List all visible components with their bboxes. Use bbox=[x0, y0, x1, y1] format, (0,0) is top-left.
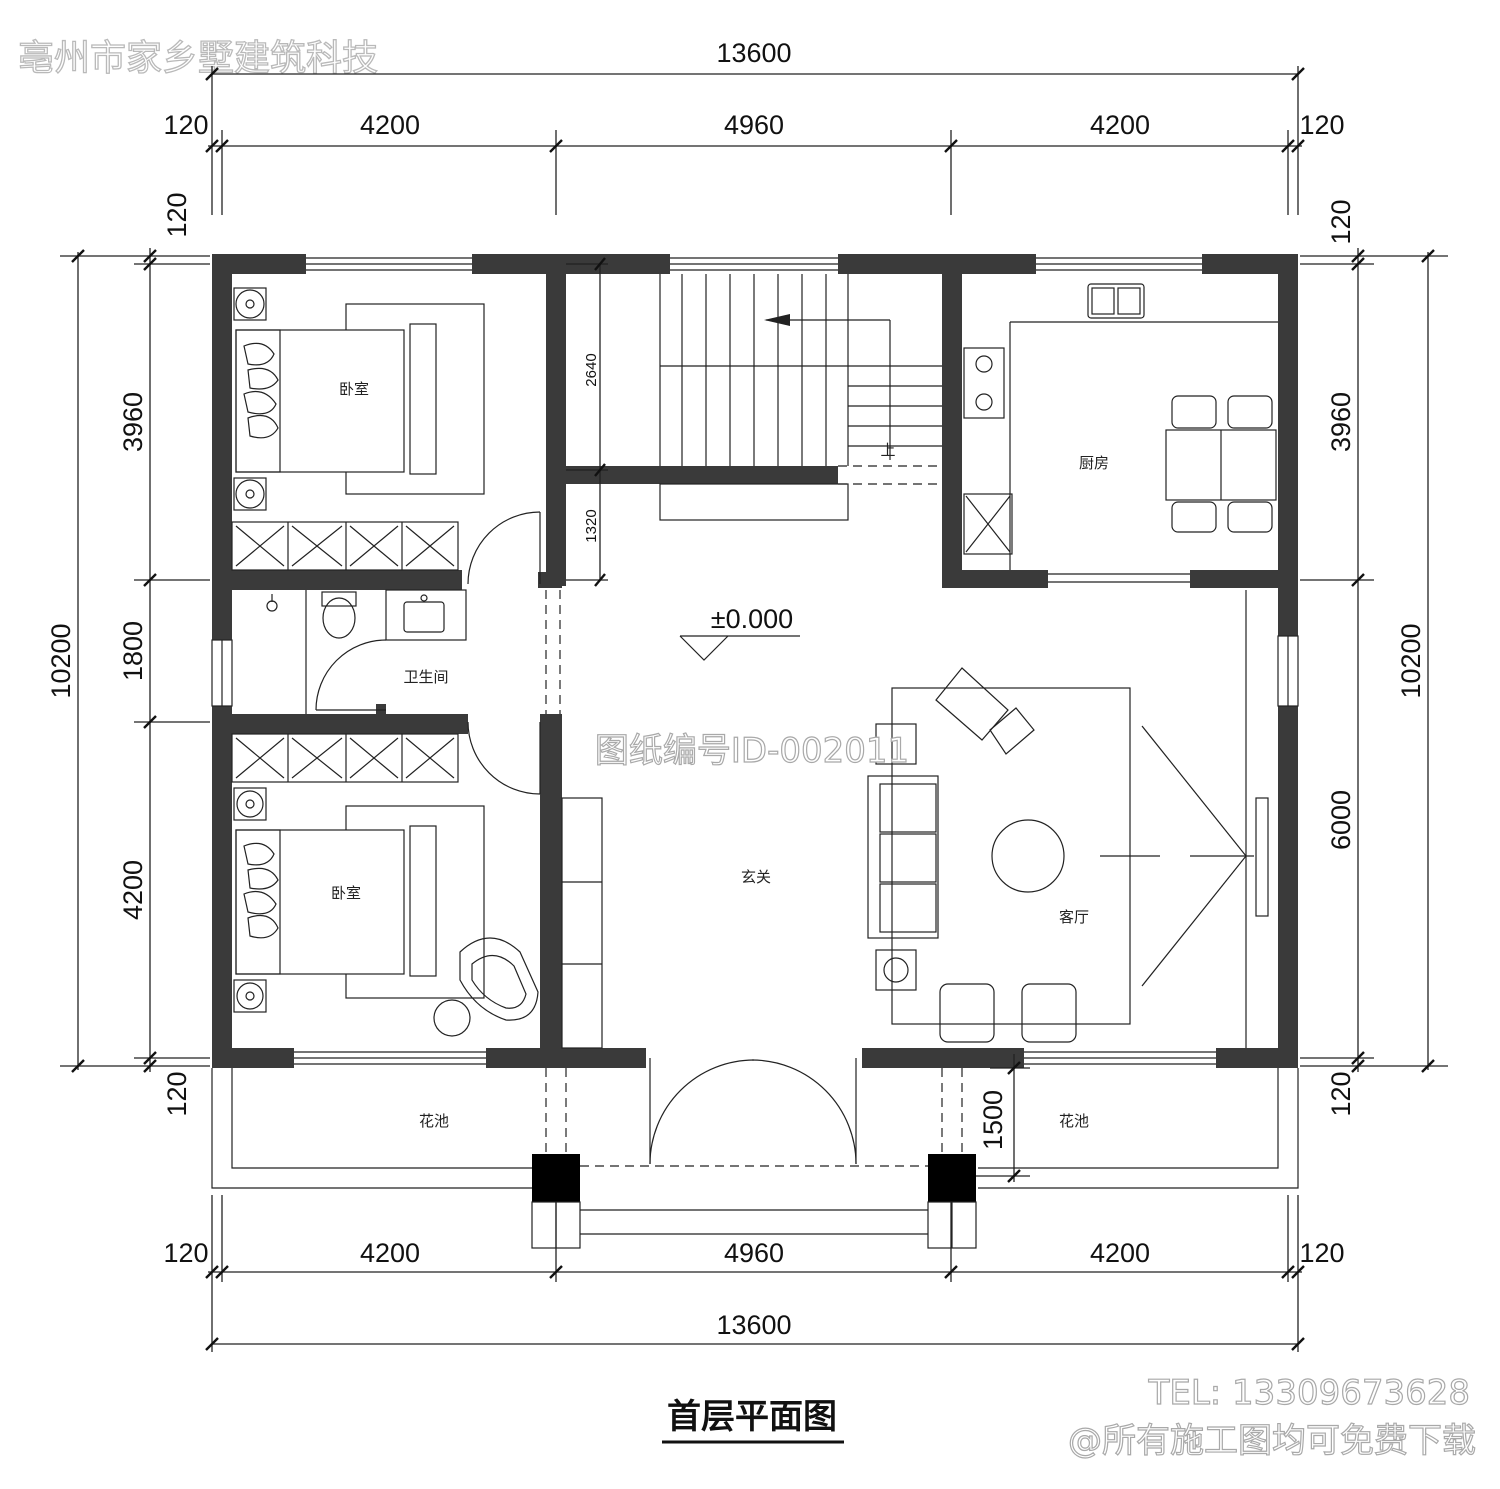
top-total-dimension: 13600 bbox=[716, 38, 791, 68]
right-dim-3: 6000 bbox=[1326, 790, 1356, 850]
staircase: 上 2640 1320 bbox=[566, 257, 942, 587]
drawing-title: 首层平面图 bbox=[667, 1397, 837, 1437]
top-dimensions: 13600 120 4200 4960 4200 120 bbox=[163, 38, 1345, 215]
bottom-dim-3: 4960 bbox=[724, 1238, 784, 1268]
entrance-hall: 玄关 ±0.000 bbox=[545, 590, 857, 1165]
top-dim-4: 4200 bbox=[1090, 110, 1150, 140]
left-dim-3: 1800 bbox=[118, 621, 148, 681]
bottom-total-dimension: 13600 bbox=[716, 1310, 791, 1340]
planter-left-label: 花池 bbox=[419, 1112, 449, 1130]
kitchen: 厨房 bbox=[963, 283, 1278, 583]
kitchen-label: 厨房 bbox=[1079, 454, 1109, 472]
left-dim-5: 120 bbox=[162, 1071, 192, 1116]
bottom-dim-5: 120 bbox=[1299, 1238, 1344, 1268]
bottom-dim-4: 4200 bbox=[1090, 1238, 1150, 1268]
stair-dim-1320: 1320 bbox=[583, 509, 600, 542]
bedroom-top: 卧室 bbox=[231, 287, 541, 585]
right-dim-1: 120 bbox=[1326, 199, 1356, 244]
top-dim-3: 4960 bbox=[724, 110, 784, 140]
entrance-label: 玄关 bbox=[741, 868, 771, 886]
stair-dim-2640: 2640 bbox=[583, 353, 600, 386]
porch-dim-1500: 1500 bbox=[978, 1090, 1008, 1150]
top-dim-2: 4200 bbox=[360, 110, 420, 140]
bathroom: 卫生间 bbox=[266, 589, 467, 714]
bedroom-top-label: 卧室 bbox=[339, 380, 369, 398]
left-dim-4: 4200 bbox=[118, 860, 148, 920]
right-dim-4: 120 bbox=[1326, 1071, 1356, 1116]
left-dim-1: 120 bbox=[162, 192, 192, 237]
bathroom-label: 卫生间 bbox=[403, 668, 448, 686]
bottom-dimensions: 120 4200 4960 4200 120 13600 bbox=[163, 1195, 1345, 1352]
left-total-dimension: 10200 bbox=[46, 623, 76, 698]
living-room: 客厅 bbox=[867, 590, 1269, 1048]
drawing-id-watermark: 图纸编号ID-002011 bbox=[595, 731, 909, 771]
porch: 花池 花池 1500 bbox=[211, 1054, 1299, 1249]
bottom-dim-1: 120 bbox=[163, 1238, 208, 1268]
left-dimensions: 10200 120 3960 1800 4200 120 bbox=[46, 192, 210, 1117]
bottom-dim-2: 4200 bbox=[360, 1238, 420, 1268]
bedroom-bottom-label: 卧室 bbox=[331, 884, 361, 902]
planter-right-label: 花池 bbox=[1059, 1112, 1089, 1130]
right-dim-2: 3960 bbox=[1326, 392, 1356, 452]
bedroom-bottom: 卧室 bbox=[231, 721, 541, 1037]
slogan-watermark: @所有施工图均可免费下载 bbox=[1068, 1421, 1476, 1461]
tel-watermark: TEL: 13309673628 bbox=[1148, 1373, 1470, 1413]
top-dim-5: 120 bbox=[1299, 110, 1344, 140]
stair-up-label: 上 bbox=[880, 441, 895, 459]
living-room-label: 客厅 bbox=[1059, 908, 1089, 926]
company-watermark: 亳州市家乡墅建筑科技 bbox=[18, 38, 378, 79]
top-dim-1: 120 bbox=[163, 110, 208, 140]
right-total-dimension: 10200 bbox=[1396, 623, 1426, 698]
level-mark: ±0.000 bbox=[711, 604, 793, 634]
left-dim-2: 3960 bbox=[118, 392, 148, 452]
windows bbox=[211, 257, 1299, 1065]
right-dimensions: 120 3960 6000 120 10200 bbox=[1300, 199, 1448, 1117]
